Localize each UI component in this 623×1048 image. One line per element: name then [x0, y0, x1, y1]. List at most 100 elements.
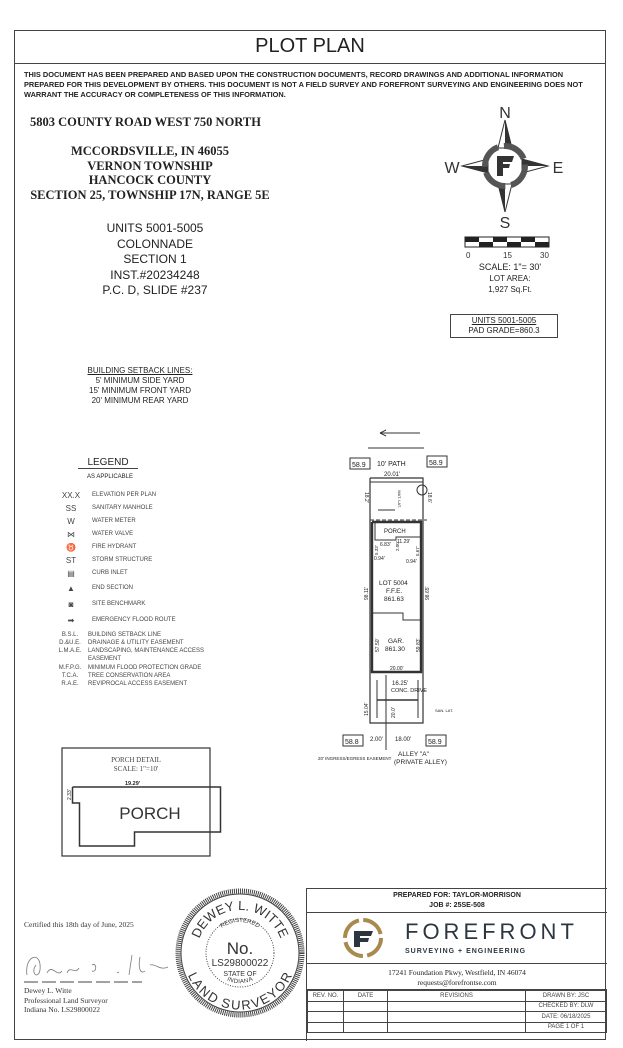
- abbreviation: L.M.A.E.: [58, 648, 82, 654]
- elevation: 58.9: [429, 460, 443, 467]
- surveyor-info: Dewey L. Witte Professional Land Surveyo…: [24, 986, 108, 1015]
- scale-label: SCALE: 1"= 30': [478, 262, 542, 272]
- compass-s: S: [500, 215, 511, 232]
- dimension: 18.6': [426, 492, 432, 503]
- legend-item: ▤CURB INLET: [60, 567, 280, 579]
- elevation: 58.9: [352, 462, 366, 469]
- surveyor-name: Dewey L. Witte: [24, 986, 72, 995]
- elevation: 58.8: [345, 739, 359, 746]
- address-line: SECTION 25, TOWNSHIP 17N, RANGE 5E: [30, 187, 270, 202]
- disclaimer: THIS DOCUMENT HAS BEEN PREPARED AND BASE…: [24, 70, 583, 99]
- setback-line: 5' MINIMUM SIDE YARD: [95, 376, 185, 385]
- abbreviation-meaning: DRAINAGE & UTILITY EASEMENT: [88, 640, 184, 646]
- abbreviation-item: T.C.A. TREE CONSERVATION AREA: [52, 673, 292, 681]
- location-block: MCCORDSVILLE, IN 46055 VERNON TOWNSHIP H…: [30, 144, 270, 202]
- dimension: 18.2': [363, 492, 369, 503]
- scale-bar: 0 15 30: [464, 236, 550, 260]
- company-contact: 17241 Foundation Pkwy, Westfield, IN 460…: [307, 964, 607, 990]
- dimension: 20.01': [384, 472, 400, 478]
- dimension: 0.94': [406, 559, 417, 565]
- svg-text:INDIANA: INDIANA: [226, 977, 254, 986]
- dimension: 57.50': [375, 638, 381, 652]
- porch-detail-title: PORCH DETAIL: [111, 756, 161, 764]
- site-benchmark-icon: ◙: [68, 599, 74, 609]
- job-number: JOB #: 25SE-508: [429, 902, 485, 909]
- elevation-box: [349, 457, 371, 470]
- lot-number: LOT 5004: [379, 580, 408, 587]
- dimension: 2.00': [395, 541, 400, 551]
- legend-item: ◙ SITE BENCHMARK: [60, 598, 280, 610]
- legend-label: WATER METER: [92, 518, 136, 524]
- drawn-by: DRAWN BY: JSC: [525, 990, 607, 1002]
- dimension: 0.94': [374, 556, 385, 562]
- compass-w: W: [444, 160, 460, 177]
- lot-area-label: LOT AREA:: [489, 274, 531, 283]
- dimension: 15.04': [364, 702, 370, 716]
- svg-text:REGISTERED: REGISTERED: [220, 918, 261, 930]
- certification-text: Certified this 18th day of June, 2025: [24, 920, 134, 929]
- legend-label: SITE BENCHMARK: [92, 601, 146, 607]
- street-address: 5803 COUNTY ROAD WEST 750 NORTH: [30, 115, 261, 129]
- lot-area: 1,927 Sq.Ft.: [488, 285, 532, 294]
- ffe-label: F.F.E.: [386, 588, 402, 595]
- easement-label: 20' INGRESS/EGRESS EASEMENT: [318, 756, 392, 761]
- pad-grade: PAD GRADE=860.3: [468, 326, 540, 335]
- address-line: MCCORDSVILLE, IN 46055: [70, 144, 229, 158]
- dimension: 98.65': [425, 586, 431, 600]
- setback-lines: BUILDING SETBACK LINES: 5' MINIMUM SIDE …: [60, 366, 220, 406]
- company-email: requests@forefrontse.com: [417, 978, 497, 987]
- scale-tick: 30: [540, 251, 549, 260]
- pad-grade-box: UNITS 5001-5005 PAD GRADE=860.3: [450, 314, 558, 338]
- abbreviation-meaning: TREE CONSERVATION AREA: [88, 673, 171, 679]
- sanitary-manhole-icon: SS: [65, 503, 77, 513]
- dimension: 6.83': [380, 542, 391, 548]
- compass-n: N: [499, 105, 511, 122]
- legend-label: ELEVATION PER PLAN: [92, 492, 157, 498]
- prepared-for: PREPARED FOR: TAYLOR-MORRISON JOB #: 25S…: [307, 889, 607, 913]
- page-title: PLOT PLAN: [14, 30, 606, 64]
- prepared-for-client: PREPARED FOR: TAYLOR-MORRISON: [393, 892, 521, 899]
- surveyor-role: Professional Land Surveyor: [24, 995, 108, 1005]
- scale-info: SCALE: 1"= 30' LOT AREA: 1,927 Sq.Ft.: [455, 262, 565, 295]
- abbreviation-meaning: REVIPROCAL ACCESS EASEMENT: [88, 681, 188, 687]
- abbreviation: D.&U.E.: [59, 640, 81, 646]
- header-revisions: REVISIONS: [387, 990, 526, 1002]
- address-line: HANCOCK COUNTY: [88, 173, 212, 187]
- subdivision-line: INST.#20234248: [110, 267, 200, 282]
- porch-detail-scale: SCALE: 1"=10': [114, 765, 158, 773]
- garage-label: GAR.: [388, 638, 404, 645]
- fire-hydrant-icon: ♉: [66, 542, 76, 552]
- abbreviation-meaning: LANDSCAPING, MAINTENANCE ACCESS EASEMENT: [88, 648, 205, 662]
- drawing-date: DATE: 06/18/2025: [525, 1011, 607, 1023]
- abbreviation-item: B.S.L.BUILDING SETBACK LINE: [52, 632, 292, 640]
- dimension: 5.33': [374, 545, 379, 555]
- abbreviation-item: D.&U.E. DRAINAGE & UTILITY EASEMENT: [52, 640, 292, 648]
- legend-label: SANITARY MANHOLE: [92, 505, 153, 511]
- abbreviation: B.S.L.: [61, 632, 79, 638]
- legend-item: ▲END SECTION: [60, 582, 280, 594]
- water-meter-icon: W: [67, 516, 75, 526]
- alley-label: (PRIVATE ALLEY): [394, 759, 447, 766]
- elevation-box-icon: XX.X: [61, 490, 81, 500]
- company-logo: FOREFRONT SURVEYING + ENGINEERING: [307, 913, 607, 964]
- abbreviation-item: L.M.A.E. LANDSCAPING, MAINTENANCE ACCESS …: [52, 648, 292, 663]
- checked-by: CHECKED BY: DLW: [525, 1000, 607, 1012]
- legend-item: SS SANITARY MANHOLE: [60, 502, 280, 514]
- seal-registered: REGISTERED: [220, 918, 261, 930]
- legend-label: STORM STRUCTURE: [92, 557, 153, 563]
- abbreviation-meaning: MINIMUM FLOOD PROTECTION GRADE: [88, 665, 202, 671]
- abbreviation: T.C.A.: [61, 673, 79, 679]
- legend-item: ♉FIRE HYDRANT: [60, 541, 280, 553]
- page-number: PAGE 1 OF 1: [525, 1021, 607, 1033]
- forefront-logo-icon: [343, 918, 383, 958]
- dimension: 2.00': [370, 737, 383, 743]
- ffe-elevation: 861.63: [384, 596, 404, 603]
- header-date: DATE: [343, 990, 388, 1002]
- seal-state-of: STATE OF: [223, 971, 256, 978]
- title-block: PREPARED FOR: TAYLOR-MORRISON JOB #: 25S…: [306, 888, 607, 1041]
- legend-title: LEGEND: [78, 457, 138, 469]
- dimension: 18.00': [395, 737, 411, 743]
- subdivision-line: SECTION 1: [123, 252, 187, 266]
- legend-item: XX.X ELEVATION PER PLAN: [60, 489, 280, 501]
- legend-label: EMERGENCY FLOOD ROUTE: [92, 617, 176, 623]
